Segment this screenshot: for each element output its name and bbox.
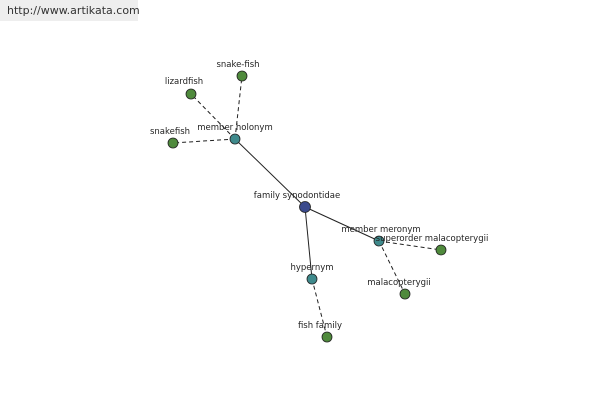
labels-layer: family synodontidae member holonym member … xyxy=(150,60,488,331)
node-label-member-meronym[interactable]: member meronym xyxy=(341,225,420,235)
edge-member-meronym-to-malacopterygii xyxy=(378,240,406,295)
edge-family-synodontidae-to-member-holonym xyxy=(234,138,306,208)
node-label-snake-fish[interactable]: snake-fish xyxy=(216,60,259,70)
node-snake-fish[interactable] xyxy=(236,70,248,82)
node-label-snakefish[interactable]: snakefish xyxy=(150,127,190,137)
edges-layer xyxy=(172,75,442,338)
node-family-synodontidae[interactable] xyxy=(299,201,311,213)
url-banner[interactable]: http://www.artikata.com xyxy=(0,0,140,21)
node-hypernym[interactable] xyxy=(306,273,318,285)
node-member-holonym[interactable] xyxy=(229,133,241,145)
node-label-family-synodontidae[interactable]: family synodontidae xyxy=(254,191,341,201)
node-lizardfish[interactable] xyxy=(185,88,197,100)
node-snakefish[interactable] xyxy=(167,137,179,149)
node-label-member-holonym[interactable]: member holonym xyxy=(197,123,272,133)
node-label-malacopterygii[interactable]: malacopterygii xyxy=(367,278,431,288)
edge-family-synodontidae-to-hypernym xyxy=(304,206,313,280)
node-label-lizardfish[interactable]: lizardfish xyxy=(165,77,203,87)
node-superorder-malacopterygii[interactable] xyxy=(435,244,447,256)
edge-member-holonym-to-lizardfish xyxy=(190,93,236,140)
node-label-fish-family[interactable]: fish family xyxy=(298,321,342,331)
edge-family-synodontidae-to-member-meronym xyxy=(304,206,380,242)
node-member-meronym[interactable] xyxy=(373,235,385,247)
node-label-superorder-malacopterygii[interactable]: superorder malacopterygii xyxy=(376,234,489,244)
edge-member-meronym-to-superorder-malacopterygii xyxy=(378,240,442,251)
edge-member-holonym-to-snakefish xyxy=(172,138,236,144)
node-malacopterygii[interactable] xyxy=(399,288,411,300)
node-label-hypernym[interactable]: hypernym xyxy=(290,263,333,273)
edge-hypernym-to-fish-family xyxy=(311,278,328,338)
nodes-layer xyxy=(167,70,447,343)
edge-member-holonym-to-snake-fish xyxy=(234,75,243,140)
node-fish-family[interactable] xyxy=(321,331,333,343)
